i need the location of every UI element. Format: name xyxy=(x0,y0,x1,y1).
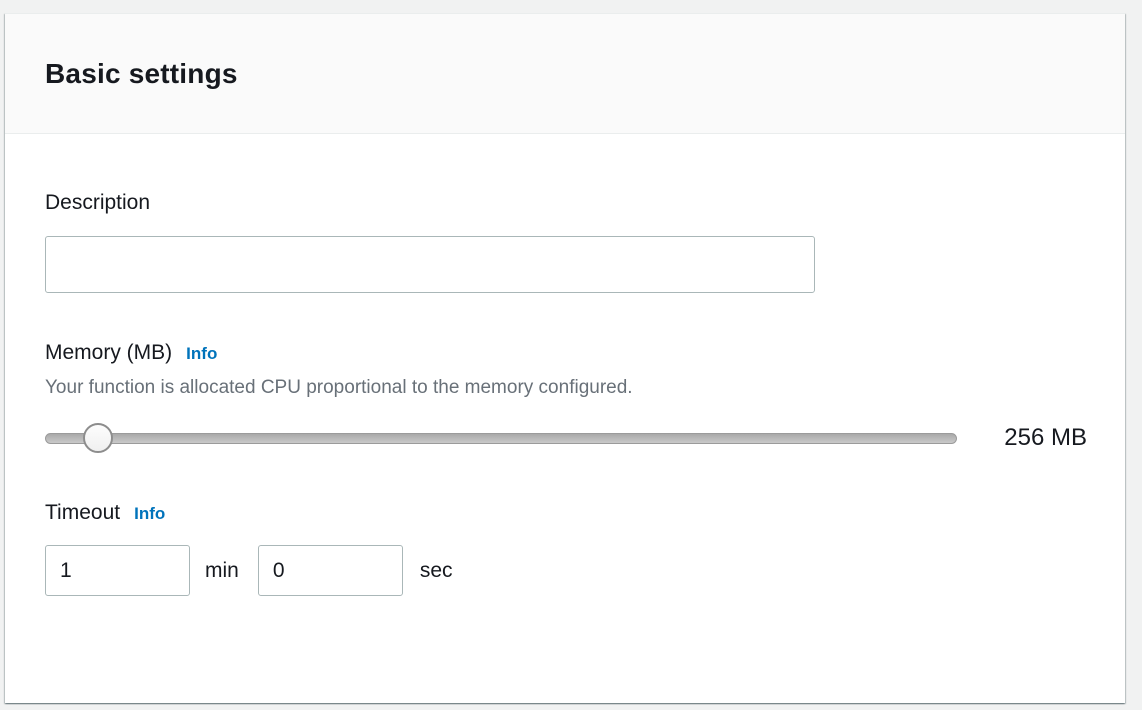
timeout-inputs-row: min sec xyxy=(45,545,453,596)
timeout-label: Timeout xyxy=(45,501,121,524)
memory-slider-thumb[interactable] xyxy=(83,423,113,453)
memory-label: Memory (MB) xyxy=(45,341,173,364)
timeout-seconds-unit: sec xyxy=(419,558,453,582)
timeout-seconds-input[interactable] xyxy=(257,545,403,596)
description-label: Description xyxy=(45,191,151,214)
basic-settings-panel: Basic settings Description Memory (MB) I… xyxy=(5,13,1125,703)
memory-info-link[interactable]: Info xyxy=(186,344,218,363)
description-input[interactable] xyxy=(45,236,815,293)
memory-label-row: Memory (MB) Info xyxy=(45,341,217,365)
panel-body: Description Memory (MB) Info Your functi… xyxy=(5,135,1125,703)
memory-slider[interactable] xyxy=(45,423,957,453)
memory-helper-text: Your function is allocated CPU proportio… xyxy=(45,377,633,398)
timeout-info-link[interactable]: Info xyxy=(134,504,166,523)
panel-title: Basic settings xyxy=(45,57,238,89)
timeout-minutes-input[interactable] xyxy=(45,545,190,596)
memory-value: 256 MB xyxy=(1004,424,1087,451)
timeout-minutes-unit: min xyxy=(205,558,239,582)
panel-header: Basic settings xyxy=(5,14,1125,134)
memory-slider-track[interactable] xyxy=(45,433,957,444)
timeout-label-row: Timeout Info xyxy=(45,501,165,525)
